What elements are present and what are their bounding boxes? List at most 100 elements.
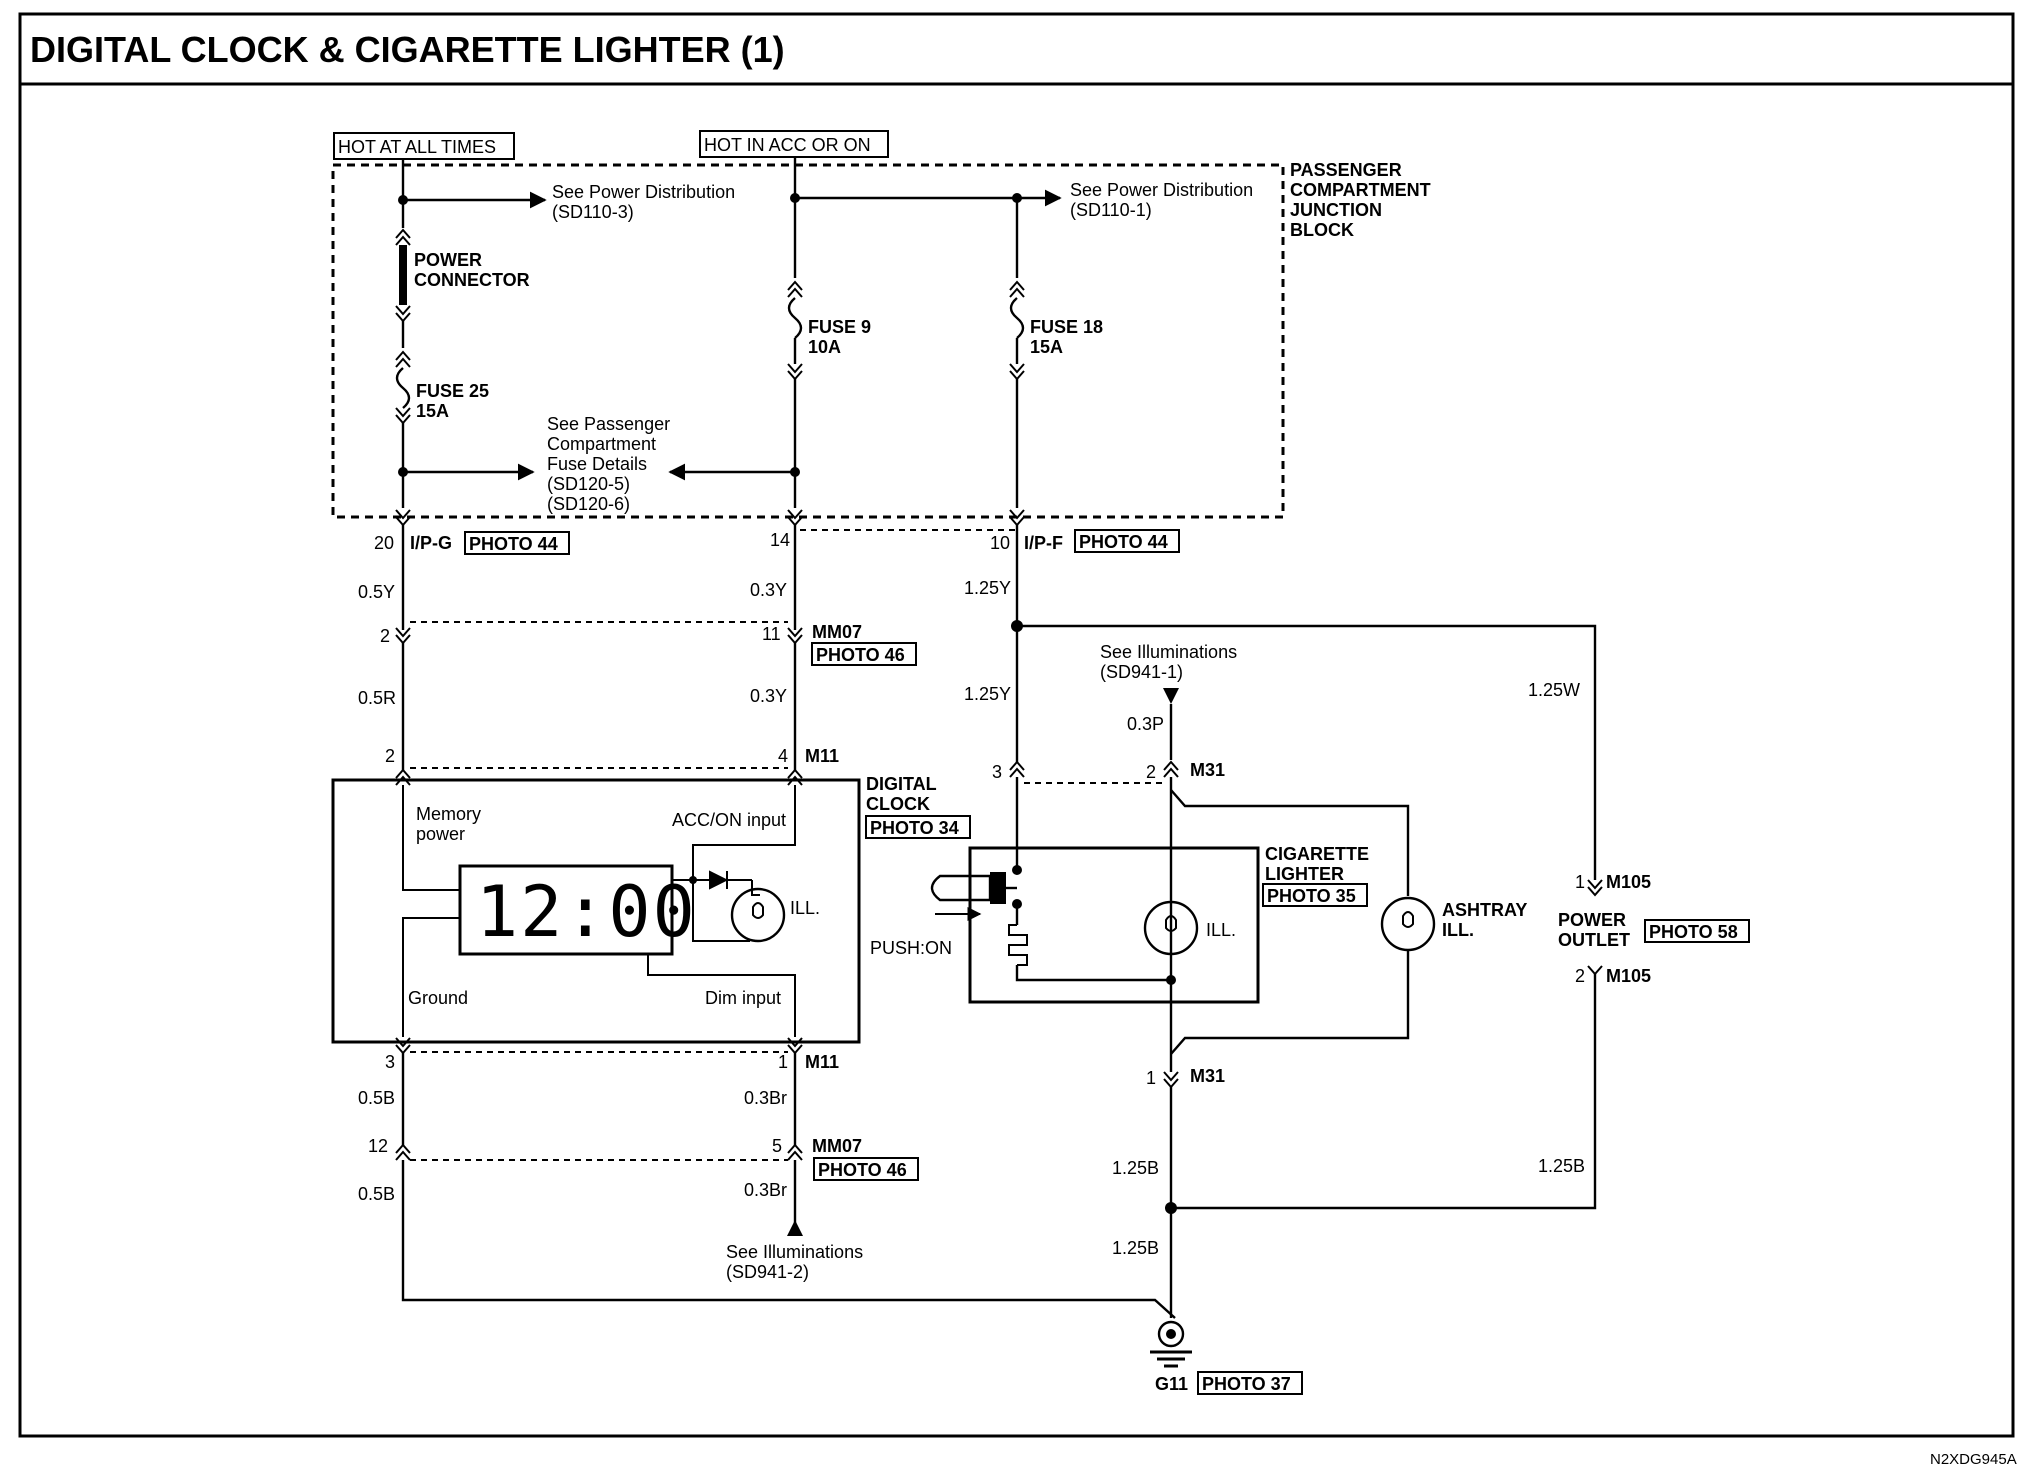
photo34-box xyxy=(865,815,971,839)
clock-wire-lamp-return xyxy=(692,880,750,942)
photo35-label: PHOTO 35 xyxy=(1267,886,1356,906)
wire-label-125w: 1.25W xyxy=(1528,680,1580,700)
connector-mm07-pin-11: 11 xyxy=(762,624,781,644)
lighter-wire-return xyxy=(1015,965,1171,982)
photo44-ipg-box xyxy=(464,531,570,555)
svg-text:LIGHTER: LIGHTER xyxy=(1265,864,1344,884)
connector-mm07-top-name: MM07 xyxy=(812,622,862,642)
photo46-top-box xyxy=(811,642,917,666)
fuse18-label: FUSE 18 15A xyxy=(1030,317,1103,357)
ashtray-bulb-filament xyxy=(1402,911,1414,928)
photo58-label: PHOTO 58 xyxy=(1649,922,1738,942)
photo46-bottom-label: PHOTO 46 xyxy=(818,1160,907,1180)
ground-terminal-core xyxy=(1166,1329,1176,1339)
clock-wire-memory-power xyxy=(402,785,460,891)
clock-wire-ground-int xyxy=(402,917,460,1037)
hot-in-acc-box xyxy=(699,130,889,158)
connector-m31-right-chevron xyxy=(1163,760,1179,778)
diode-icon xyxy=(709,870,729,890)
svg-text:ASHTRAY: ASHTRAY xyxy=(1442,900,1527,920)
wire-125b-c xyxy=(1171,974,1597,1210)
wire-label-125b-a: 1.25B xyxy=(1112,1158,1159,1178)
clock-display-value: 12:00 xyxy=(476,871,697,953)
ashtray-illumination-bulb-icon xyxy=(1380,896,1436,952)
power-connector xyxy=(399,245,407,305)
svg-text:DIGITAL: DIGITAL xyxy=(866,774,937,794)
connector-mm07-right-chevron xyxy=(787,627,803,645)
arrow-illuminations-bottom xyxy=(787,1220,803,1236)
power-distribution-1-label: See Power Distribution (SD110-3) xyxy=(552,182,735,222)
hot-in-acc-label: HOT IN ACC OR ON xyxy=(704,135,871,155)
lighter-heating-element-icon xyxy=(1008,924,1028,966)
fuse18-element xyxy=(1009,297,1025,339)
svg-text:CONNECTOR: CONNECTOR xyxy=(414,270,530,290)
lighter-plug-icon xyxy=(930,874,992,902)
photo37-label: PHOTO 37 xyxy=(1202,1374,1291,1394)
connector-pin-14: 14 xyxy=(770,530,790,550)
power-distribution-2-label: See Power Distribution (SD110-1) xyxy=(1070,180,1253,220)
wire-label-125b-b: 1.25B xyxy=(1112,1238,1159,1258)
power-outlet-label: POWER OUTLET xyxy=(1558,910,1630,950)
connector-mm07-bottom-left-chevron xyxy=(395,1143,411,1161)
hot-at-all-times-label: HOT AT ALL TIMES xyxy=(338,137,496,157)
connector-m31-left-chevron xyxy=(1009,760,1025,778)
ground-label: Ground xyxy=(408,988,468,1008)
lighter-bulb-filament xyxy=(1165,915,1177,932)
connector-mm07-left-chevron xyxy=(395,627,411,645)
svg-text:(SD110-1): (SD110-1) xyxy=(1070,200,1152,220)
svg-text:15A: 15A xyxy=(416,401,449,421)
svg-text:power: power xyxy=(416,824,465,844)
junction-block-label: PASSENGER COMPARTMENT JUNCTION BLOCK xyxy=(1290,160,1431,240)
clock-ill-label: ILL. xyxy=(790,898,820,918)
fuse25-element xyxy=(395,367,411,409)
fuse9-chevron-bottom xyxy=(787,363,803,381)
hot-at-all-times-box xyxy=(333,132,515,160)
wire-label-125y-b: 1.25Y xyxy=(964,684,1011,704)
connector-m31-pin-1: 1 xyxy=(1146,1068,1156,1088)
fuse-details-label: See Passenger Compartment Fuse Details (… xyxy=(547,414,670,514)
fuse25-chevron-top xyxy=(395,350,411,368)
svg-text:BLOCK: BLOCK xyxy=(1290,220,1354,240)
wire-label-05r: 0.5R xyxy=(358,688,396,708)
photo46-top-label: PHOTO 46 xyxy=(816,645,905,665)
connector-m105-top-name: M105 xyxy=(1606,872,1651,892)
power-connector-chevron-top xyxy=(395,228,411,246)
fuse25-chevron-bottom xyxy=(395,407,411,425)
fuse18-chevron-top xyxy=(1009,280,1025,298)
connector-m105-bottom-chevron xyxy=(1587,965,1603,976)
photo58-box xyxy=(1644,919,1750,943)
svg-text:(SD941-2): (SD941-2) xyxy=(726,1262,809,1282)
push-on-label: PUSH:ON xyxy=(870,938,952,958)
photo44-ipg-label: PHOTO 44 xyxy=(469,534,558,554)
connector-m31-bottom-chevron xyxy=(1163,1071,1179,1089)
connector-m105-bottom-name: M105 xyxy=(1606,966,1651,986)
svg-text:CIGARETTE: CIGARETTE xyxy=(1265,844,1369,864)
connector-m11-top-name: M11 xyxy=(805,746,839,766)
fuse25-label: FUSE 25 15A xyxy=(416,381,489,421)
photo34-label: PHOTO 34 xyxy=(870,818,959,838)
connector-ipf-name: I/P-F xyxy=(1024,533,1063,553)
connector-ipg-name: I/P-G xyxy=(410,533,452,553)
connector-m31-pin-3: 3 xyxy=(992,762,1002,782)
wire-label-03p: 0.3P xyxy=(1127,714,1164,734)
connector-m11-pin-4: 4 xyxy=(778,746,788,766)
svg-text:(SD110-3): (SD110-3) xyxy=(552,202,634,222)
ashtray-label: ASHTRAY ILL. xyxy=(1442,900,1527,940)
ground-name: G11 xyxy=(1155,1374,1188,1394)
digital-clock-box xyxy=(331,778,861,1044)
lighter-ill-label: ILL. xyxy=(1206,920,1236,940)
connector-m11-bottom-name: M11 xyxy=(805,1052,839,1072)
arrow-illuminations-top xyxy=(1163,688,1179,704)
svg-text:(SD120-5): (SD120-5) xyxy=(547,474,630,494)
connector-m11-bottom-right-chevron xyxy=(787,1037,803,1055)
connector-m11-pin-2: 2 xyxy=(385,746,395,766)
svg-text:CLOCK: CLOCK xyxy=(866,794,930,814)
figure-code: N2XDG945A xyxy=(1930,1451,2017,1468)
svg-text:(SD941-1): (SD941-1) xyxy=(1100,662,1183,682)
connector-m31-bottom-name: M31 xyxy=(1190,1066,1225,1086)
svg-text:FUSE 18: FUSE 18 xyxy=(1030,317,1103,337)
svg-text:FUSE 9: FUSE 9 xyxy=(808,317,871,337)
illuminations-bottom-label: See Illuminations (SD941-2) xyxy=(726,1242,863,1282)
connector-mm07-pin-12: 12 xyxy=(368,1136,388,1156)
fuse9-label: FUSE 9 10A xyxy=(808,317,871,357)
